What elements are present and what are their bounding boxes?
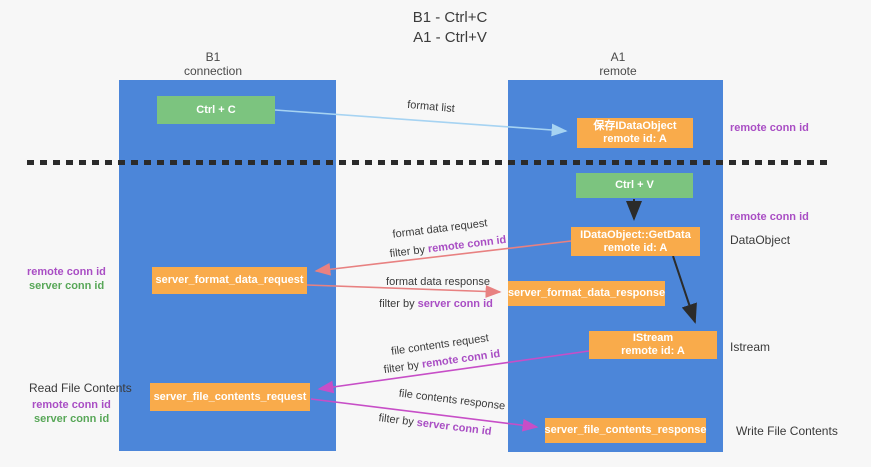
annotation-left-server-conn-id-bottom: server conn id: [34, 413, 110, 425]
label-filter-by-server-conn-id-file: filter by server conn id: [377, 412, 494, 438]
node-ctrl-v-label: Ctrl + V: [615, 179, 654, 191]
node-server-format-data-request: server_format_data_request: [152, 267, 307, 294]
title-line-1: B1 - Ctrl+C: [412, 9, 488, 26]
annotation-istream: Istream: [730, 340, 771, 354]
annotation-left-remote-conn-id-mid: remote conn id: [27, 266, 106, 278]
label-filter-id: server conn id: [416, 416, 493, 438]
annotation-dataobject: DataObject: [730, 233, 791, 247]
annotation-left-remote-conn-id-bottom: remote conn id: [32, 399, 111, 411]
node-getdata-line2: remote id: A: [603, 241, 668, 254]
annotation-write-file-contents: Write File Contents: [736, 424, 838, 438]
node-istream-line1: IStream: [632, 332, 674, 344]
node-file-response-label: server_file_contents_response: [544, 424, 707, 436]
label-filter-id: server conn id: [417, 298, 493, 310]
node-ctrl-v: Ctrl + V: [576, 173, 693, 198]
label-format-data-response: format data response: [386, 276, 490, 288]
label-filter-prefix: filter by: [383, 358, 423, 377]
column-b1-sub: connection: [183, 64, 243, 78]
annotation-remote-conn-id-mid: remote conn id: [730, 211, 809, 223]
label-filter-prefix: filter by: [377, 412, 418, 429]
title-line-2: A1 - Ctrl+V: [413, 29, 487, 46]
node-ctrl-c: Ctrl + C: [157, 96, 275, 124]
node-istream-line2: remote id: A: [621, 345, 685, 357]
column-header-b1: B1 connection: [153, 50, 273, 78]
annotation-remote-conn-id-top: remote conn id: [730, 122, 809, 134]
node-getdata-line1: IDataObject::GetData: [580, 228, 691, 241]
annotation-read-file-contents: Read File Contents: [29, 381, 132, 395]
node-save-idataobject: 保存IDataObject remote id: A: [577, 118, 693, 148]
column-b1-name: B1: [205, 50, 221, 64]
node-server-file-contents-response: server_file_contents_response: [544, 418, 707, 443]
column-header-a1: A1 remote: [558, 50, 678, 78]
label-filter-prefix: filter by: [389, 243, 429, 261]
node-ctrl-c-label: Ctrl + C: [196, 103, 236, 116]
node-format-request-label: server_format_data_request: [155, 274, 304, 286]
node-save-idataobject-line2: remote id: A: [603, 133, 667, 145]
node-server-file-contents-request: server_file_contents_request: [150, 383, 310, 411]
node-format-response-label: server_format_data_response: [507, 287, 666, 299]
phase-separator-dashed-line: [27, 160, 830, 165]
label-filter-prefix: filter by: [379, 298, 418, 310]
label-file-contents-response: file contents response: [398, 387, 506, 413]
column-a1-sub: remote: [599, 64, 637, 78]
node-idataobject-getdata: IDataObject::GetData remote id: A: [571, 227, 700, 256]
label-filter-id: remote conn id: [427, 233, 507, 256]
label-format-list: format list: [406, 98, 456, 116]
node-file-request-label: server_file_contents_request: [153, 390, 307, 403]
node-istream: IStream remote id: A: [589, 331, 717, 359]
column-a1-name: A1: [610, 50, 626, 64]
diagram-title: B1 - Ctrl+C A1 - Ctrl+V: [330, 8, 570, 48]
node-server-format-data-response: server_format_data_response: [508, 281, 665, 306]
label-filter-by-server-conn-id-format: filter by server conn id: [378, 298, 494, 310]
node-save-idataobject-line1: 保存IDataObject: [593, 120, 677, 132]
annotation-left-server-conn-id-mid: server conn id: [29, 280, 105, 292]
